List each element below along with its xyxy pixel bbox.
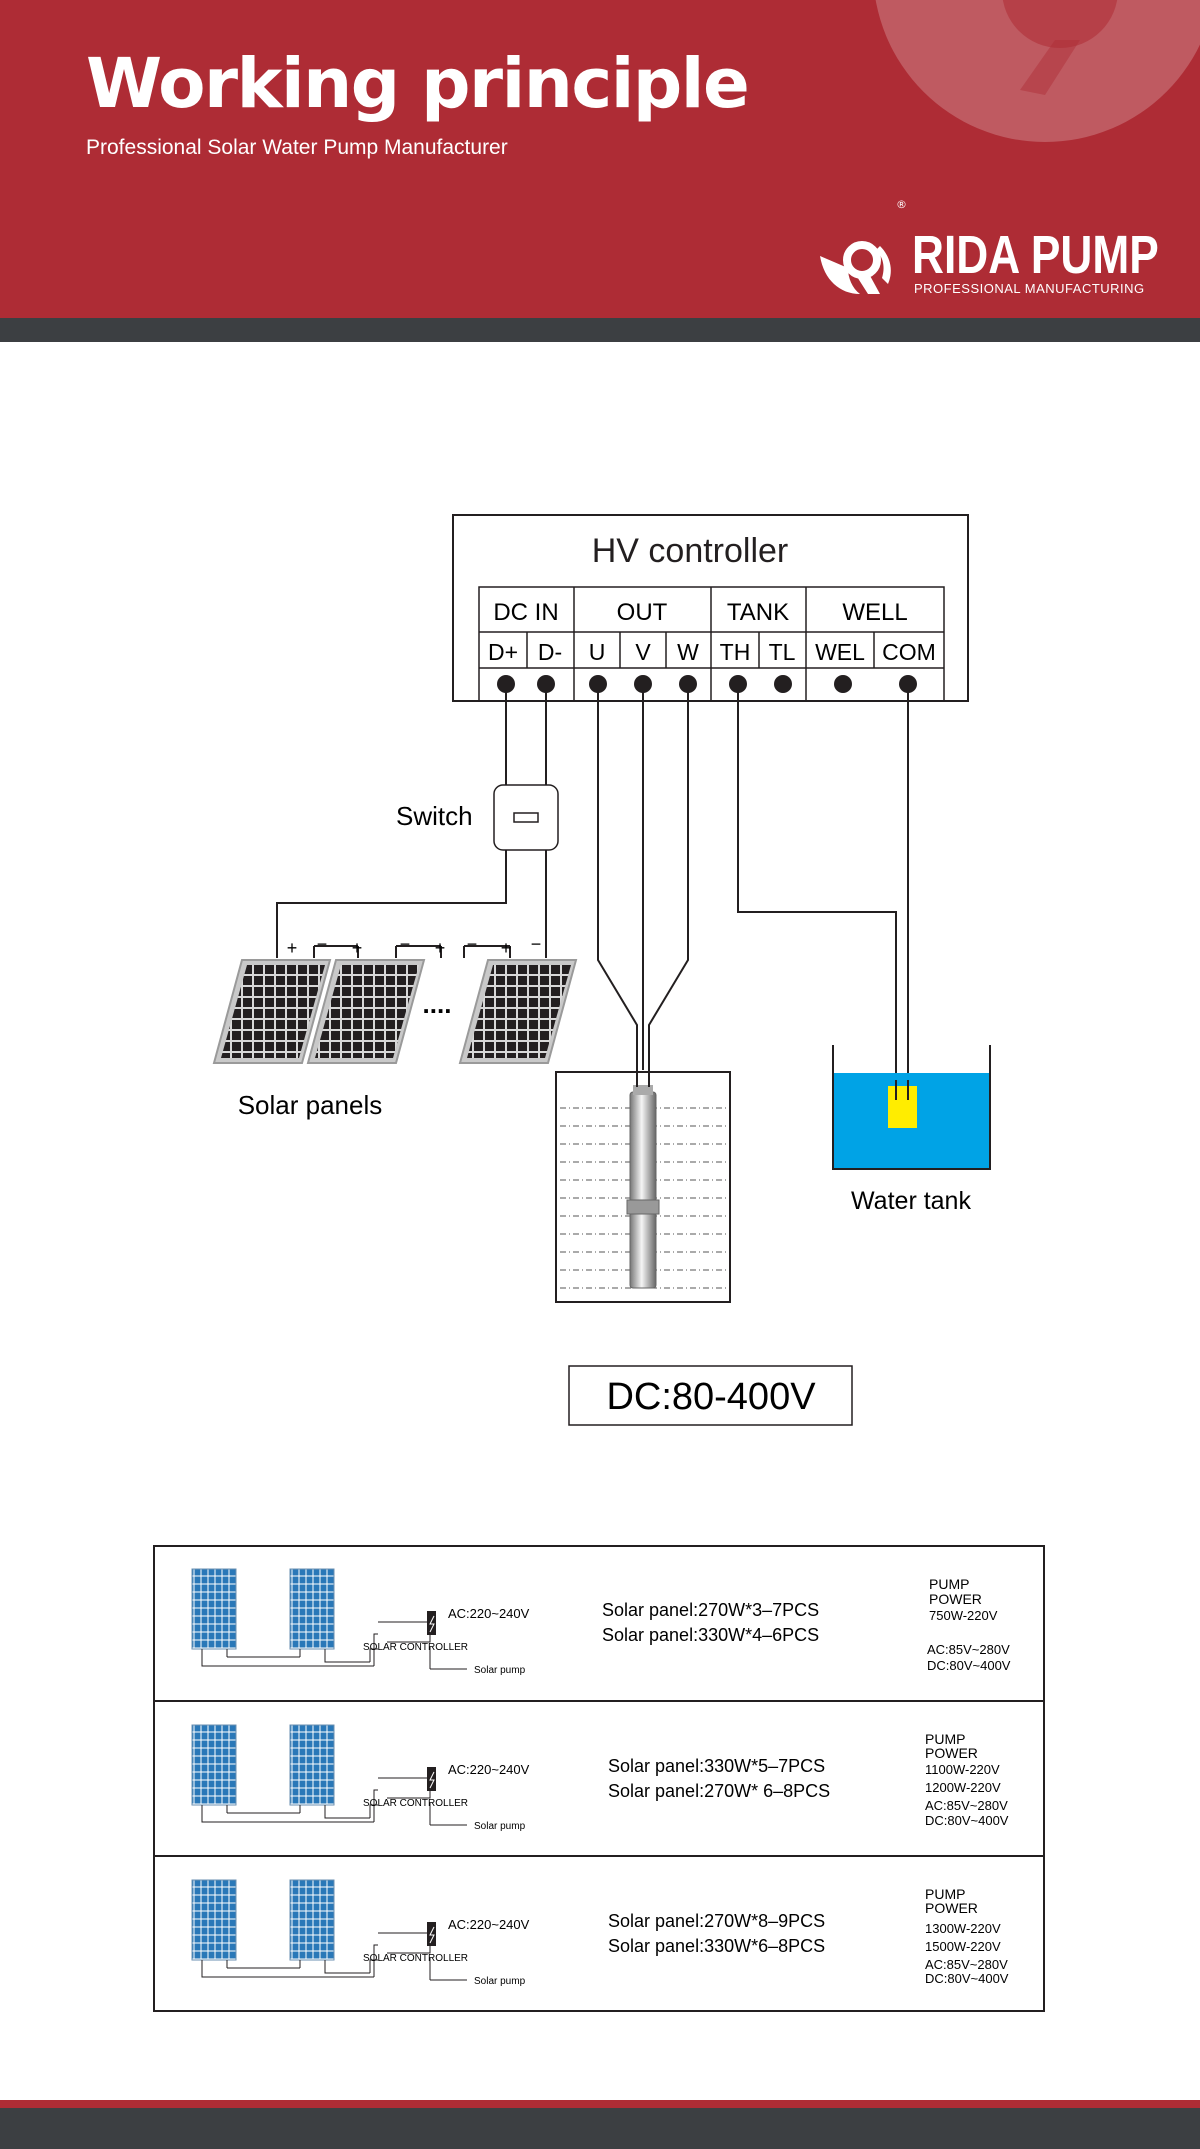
borehole	[555, 1070, 731, 1303]
terminal-label-d-minus: D-	[538, 639, 562, 665]
row-ac-label: AC:220~240V	[448, 1917, 530, 1932]
watermark-logo	[875, 0, 1200, 142]
panel-polarity-1: +	[287, 938, 298, 958]
row-dc-range: DC:80V~400V	[927, 1658, 1011, 1673]
config-row-3: AC:220~240V SOLAR CONTROLLER Solar pump …	[191, 1879, 1009, 1987]
group-label-well: WELL	[842, 599, 907, 626]
wires	[276, 684, 909, 1100]
row-power-title1: PUMP	[925, 1731, 965, 1747]
panel-polarity-3: +	[352, 938, 363, 958]
row-power-title1: PUMP	[929, 1576, 969, 1592]
row-ac-range: AC:85V~280V	[925, 1798, 1008, 1813]
switch: Switch	[396, 784, 559, 851]
row-dc-range: DC:80V~400V	[925, 1971, 1009, 1986]
terminal-label-d-plus: D+	[488, 639, 518, 665]
panel-polarity-6: −	[467, 934, 478, 954]
hv-controller: HV controller DC IN OUT TANK WELL D+ D- …	[452, 514, 969, 702]
row-power-title2: POWER	[929, 1591, 982, 1607]
brand-tagline: PROFESSIONAL MANUFACTURING	[914, 281, 1145, 296]
row-ac-range: AC:85V~280V	[927, 1642, 1010, 1657]
terminal-label-w: W	[677, 639, 699, 665]
terminal-label-com: COM	[882, 639, 936, 665]
row-power-title1: PUMP	[925, 1886, 965, 1902]
page-subtitle: Professional Solar Water Pump Manufactur…	[86, 136, 508, 159]
voltage-label: DC:80-400V	[606, 1376, 816, 1418]
terminal-label-v: V	[635, 639, 651, 665]
solar-panels: + − + − + − + − .... Solar panels	[212, 934, 578, 1120]
water-tank: Water tank	[832, 1045, 991, 1215]
solar-panels-label: Solar panels	[238, 1090, 383, 1120]
panel-polarity-2: −	[317, 934, 328, 954]
group-label-out: OUT	[617, 599, 668, 626]
row-panel-line1: Solar panel:270W*3–7PCS	[602, 1600, 819, 1620]
row-panel-line2: Solar panel:330W*6–8PCS	[608, 1936, 825, 1956]
group-label-dc-in: DC IN	[493, 599, 558, 626]
submersible-pump	[626, 1070, 660, 1289]
row-ac-label: AC:220~240V	[448, 1762, 530, 1777]
footer-bar	[0, 2108, 1200, 2149]
row-power-value: 1300W-220V	[925, 1921, 1001, 1936]
row-panel-line2: Solar panel:270W* 6–8PCS	[608, 1781, 830, 1801]
float-switch	[888, 1086, 917, 1128]
row-panel-line1: Solar panel:330W*5–7PCS	[608, 1756, 825, 1776]
terminal-label-u: U	[589, 639, 606, 665]
config-row-1: AC:220~240V SOLAR CONTROLLER Solar pump …	[191, 1568, 1011, 1676]
footer-accent-line	[0, 2100, 1200, 2108]
rida-logo-icon	[820, 241, 891, 294]
row-power-title2: POWER	[925, 1745, 978, 1761]
row-pump-label: Solar pump	[474, 1821, 526, 1832]
row-controller-label: SOLAR CONTROLLER	[363, 1798, 468, 1809]
panel-polarity-8: −	[531, 934, 542, 954]
config-row-2: AC:220~240V SOLAR CONTROLLER Solar pump …	[191, 1724, 1009, 1832]
header-divider-bar	[0, 318, 1200, 342]
solar-panel-3	[458, 959, 578, 1064]
panel-polarity-4: −	[400, 934, 411, 954]
terminal-label-th: TH	[720, 639, 751, 665]
terminal-label-tl: TL	[769, 639, 796, 665]
solar-panel-2	[306, 959, 426, 1064]
row-power-value: 1100W-220V	[925, 1762, 1000, 1777]
row-power-title2: POWER	[925, 1900, 978, 1916]
water-tank-label: Water tank	[851, 1187, 971, 1215]
registered-mark: ®	[896, 198, 907, 211]
row-pump-label: Solar pump	[474, 1976, 526, 1987]
panel-polarity-5: +	[435, 938, 446, 958]
terminal-label-wel: WEL	[815, 639, 865, 665]
row-power-value: 1500W-220V	[925, 1939, 1001, 1954]
row-pump-label: Solar pump	[474, 1665, 526, 1676]
group-label-tank: TANK	[727, 599, 789, 626]
row-ac-label: AC:220~240V	[448, 1606, 530, 1621]
controller-title: HV controller	[592, 532, 789, 570]
solar-panel-1	[212, 959, 332, 1064]
panel-ellipsis: ....	[423, 989, 452, 1019]
wiring-diagram: HV controller DC IN OUT TANK WELL D+ D- …	[212, 514, 991, 1426]
row-power-value: 750W-220V	[929, 1608, 998, 1623]
brand-name: RIDA PUMP	[912, 225, 1159, 285]
switch-label: Switch	[396, 801, 473, 831]
row-ac-range: AC:85V~280V	[925, 1957, 1008, 1972]
page-title: Working principle	[86, 44, 750, 124]
voltage-box: DC:80-400V	[568, 1365, 853, 1426]
panel-polarity-7: +	[501, 938, 512, 958]
row-dc-range: DC:80V~400V	[925, 1813, 1009, 1828]
row-controller-label: SOLAR CONTROLLER	[363, 1642, 468, 1653]
config-table: AC:220~240V SOLAR CONTROLLER Solar pump …	[153, 1545, 1045, 2012]
header-banner: Working principle Professional Solar Wat…	[0, 0, 1200, 318]
row-panel-line1: Solar panel:270W*8–9PCS	[608, 1911, 825, 1931]
row-panel-line2: Solar panel:330W*4–6PCS	[602, 1625, 819, 1645]
row-controller-label: SOLAR CONTROLLER	[363, 1953, 468, 1964]
row-power-value: 1200W-220V	[925, 1780, 1001, 1795]
